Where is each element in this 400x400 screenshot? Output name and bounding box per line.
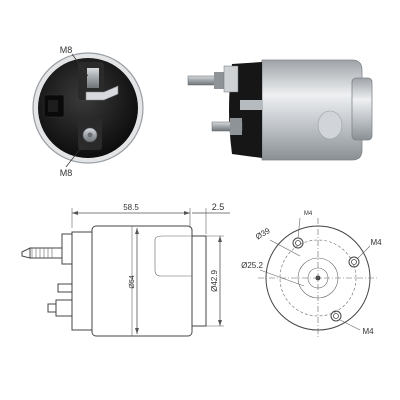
end-mount-circle bbox=[279, 239, 357, 317]
top-terminal-leader bbox=[71, 53, 89, 77]
drawing-side-view: 58.5 2.5 Ø54 Ø42.9 bbox=[21, 202, 230, 337]
side-strap bbox=[240, 100, 262, 110]
drawing-bottom-terminal bbox=[55, 299, 73, 317]
drawing-cap bbox=[71, 231, 93, 331]
drawing-end-view: Ø39 Ø25.2 M4 M4 M4 bbox=[241, 211, 382, 338]
body-diameter-label: Ø54 bbox=[129, 275, 136, 288]
thread-right-label: M4 bbox=[370, 238, 382, 247]
thread-bottom-label: M4 bbox=[362, 327, 374, 336]
drawing-top-stud bbox=[29, 247, 63, 259]
drawing-body-window bbox=[154, 235, 192, 277]
drawing-top-terminal bbox=[61, 233, 73, 265]
drawing-bottom-stud bbox=[47, 303, 57, 313]
side-top-nut bbox=[214, 72, 226, 89]
side-can-window bbox=[317, 110, 343, 140]
side-bottom-nut bbox=[230, 118, 242, 135]
center-bore-label: Ø25.2 bbox=[241, 261, 263, 270]
drawing-middle-bracket bbox=[57, 283, 73, 293]
top-terminal-strap bbox=[85, 85, 119, 101]
bottom-terminal-leader bbox=[65, 143, 85, 168]
thread-top-label: M4 bbox=[304, 211, 313, 217]
drawing-nose bbox=[192, 235, 207, 327]
length-dimension-label: 58.5 bbox=[123, 203, 139, 212]
side-connector-socket bbox=[48, 100, 58, 112]
bottom-terminal-bolt-center bbox=[87, 132, 93, 138]
mount-circle-label: Ø39 bbox=[254, 226, 272, 242]
nose-diameter-label: Ø42.9 bbox=[210, 270, 219, 292]
end-thread-hole-right bbox=[348, 256, 360, 268]
side-top-terminal bbox=[223, 65, 239, 93]
front-black-cap bbox=[38, 58, 138, 158]
photo-side-view bbox=[187, 59, 373, 161]
side-metal-can bbox=[261, 59, 363, 161]
offset-dimension-label: 2.5 bbox=[212, 202, 225, 212]
end-thread-hole-bottom bbox=[330, 310, 342, 322]
bottom-terminal-label: M8 bbox=[60, 168, 73, 178]
photo-front-view: M8 M8 bbox=[32, 45, 144, 178]
mount-circle-leader bbox=[269, 239, 301, 257]
top-terminal-label: M8 bbox=[60, 45, 73, 55]
end-thread-hole-top bbox=[292, 237, 304, 249]
center-bore-leader bbox=[259, 269, 305, 287]
drawing-stud-tip bbox=[21, 247, 31, 259]
top-terminal-bolt bbox=[87, 68, 99, 88]
drawing-body bbox=[91, 225, 193, 337]
side-nose bbox=[351, 77, 373, 141]
